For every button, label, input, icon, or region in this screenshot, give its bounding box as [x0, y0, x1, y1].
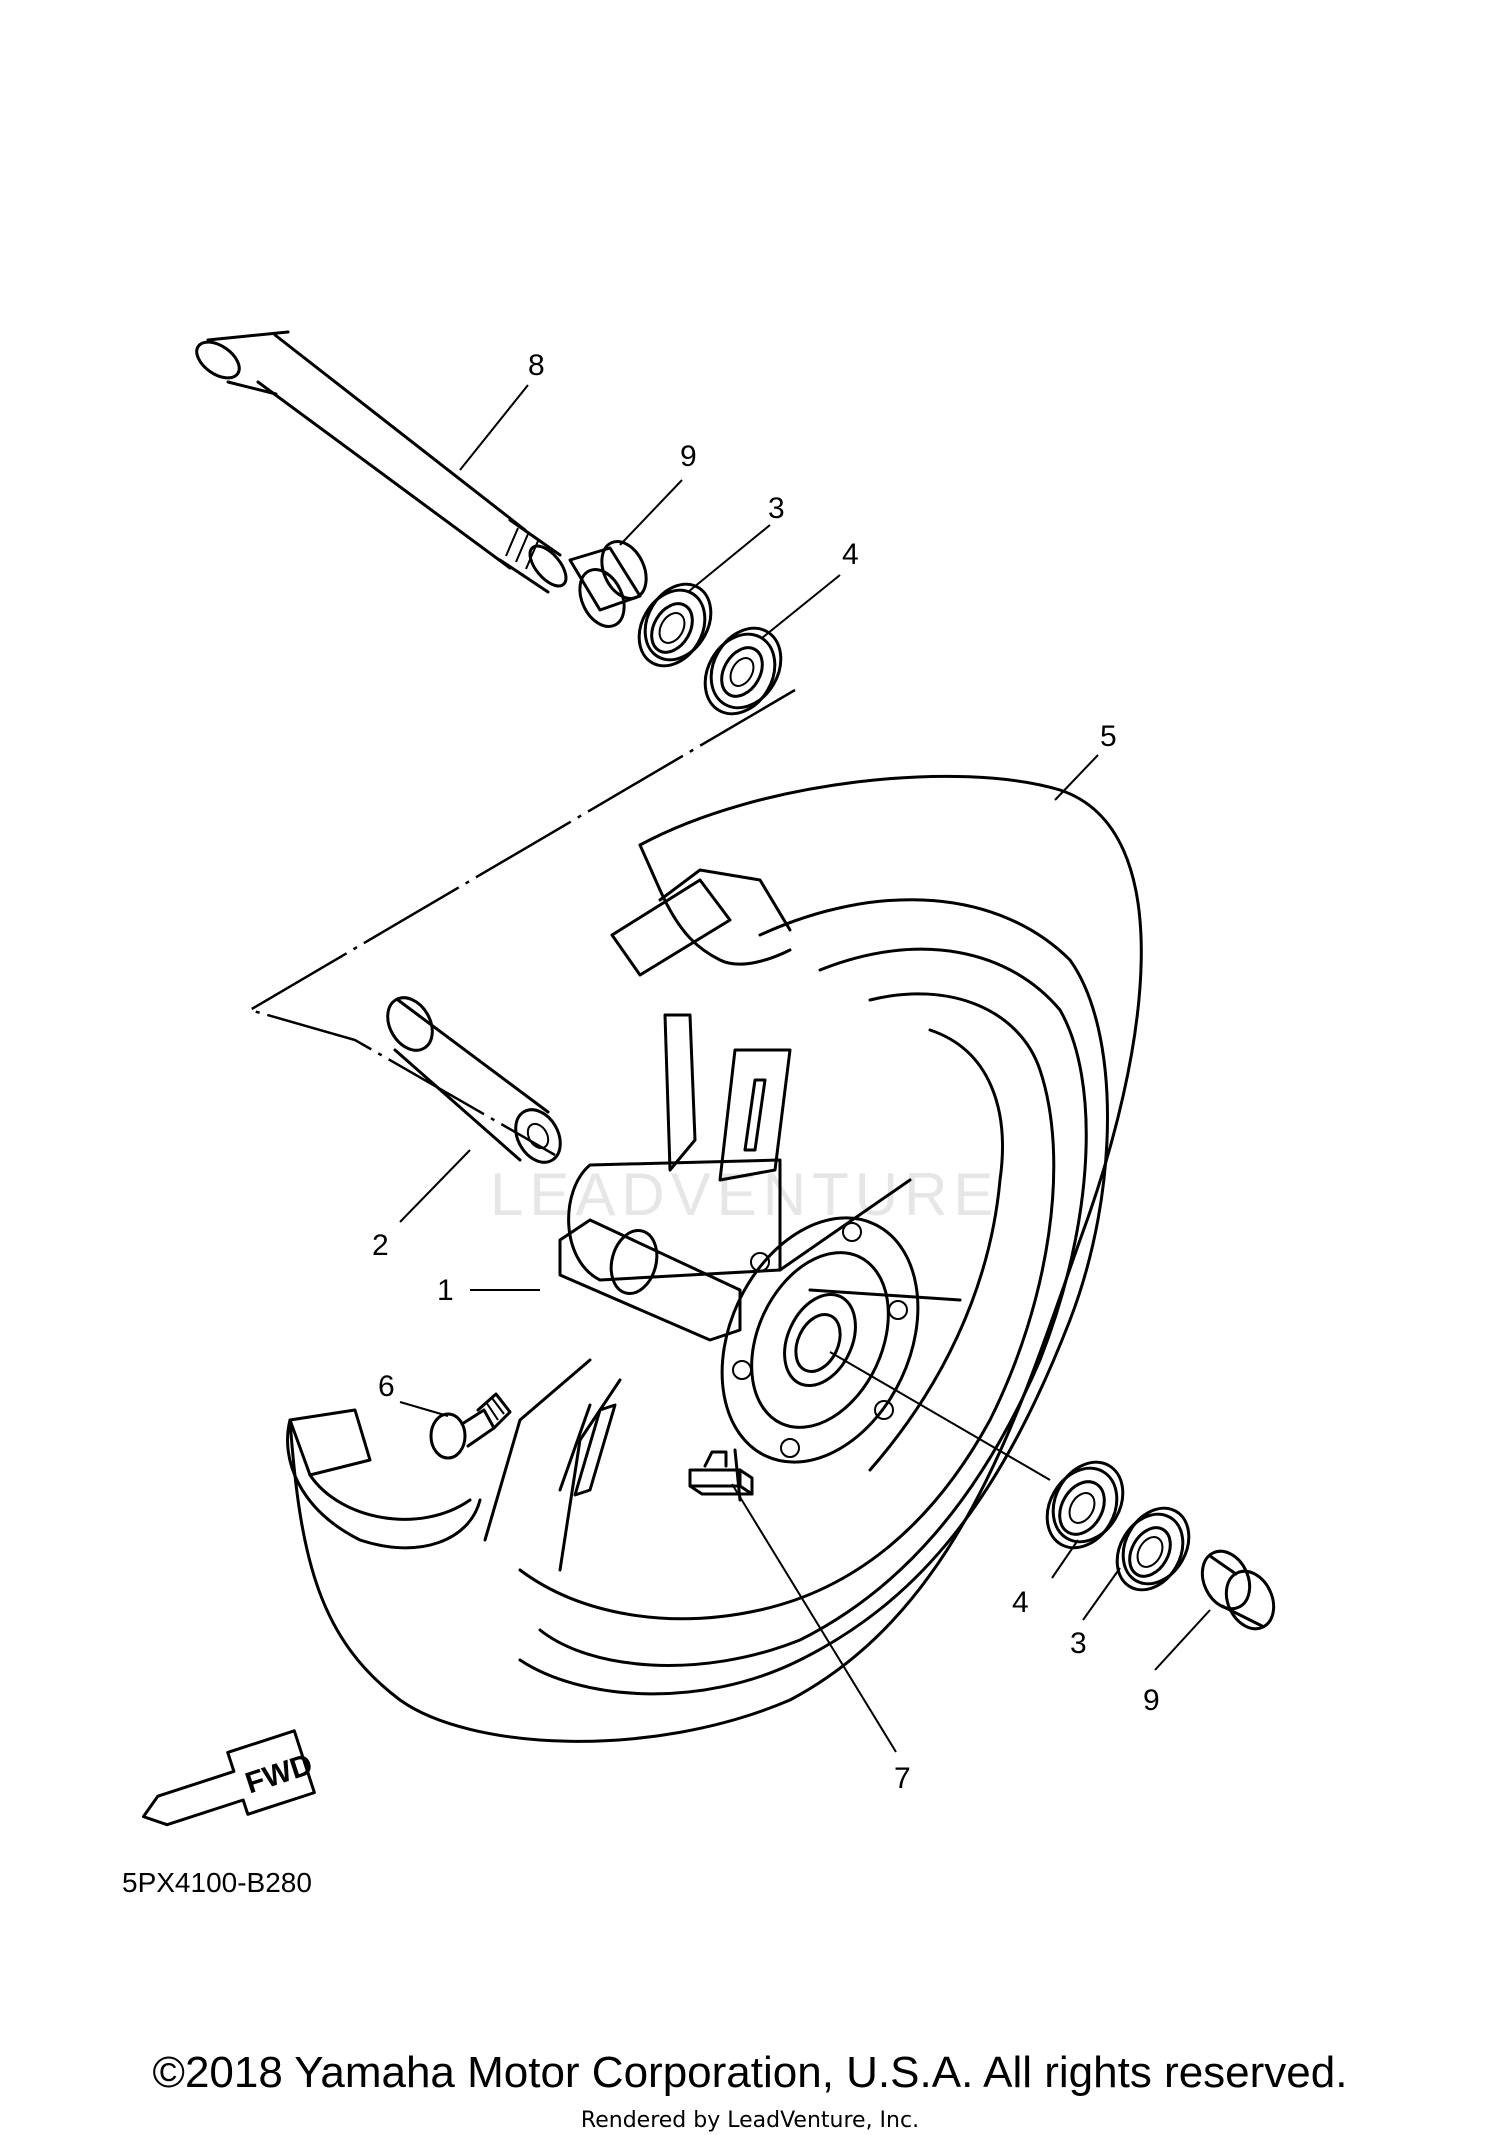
- part-9-collar-top[interactable]: [568, 534, 655, 633]
- leader-lines: [399, 384, 1211, 1753]
- copyright-text: ©2018 Yamaha Motor Corporation, U.S.A. A…: [152, 2048, 1348, 2097]
- part-9-collar-bottom[interactable]: [1193, 1544, 1282, 1637]
- callout-7: 7: [894, 1762, 911, 1795]
- part-3-bearing-top[interactable]: [626, 572, 724, 677]
- callout-9-top: 9: [680, 440, 697, 473]
- callout-labels: 1 2 3 3 4 4 5 6 7 8 9 9: [372, 349, 1160, 1795]
- callout-9-bottom: 9: [1143, 1684, 1160, 1717]
- callout-6: 6: [378, 1370, 395, 1403]
- callout-3-bottom: 3: [1070, 1627, 1087, 1660]
- fwd-label: FWD: [242, 1748, 317, 1800]
- fwd-arrow-icon: FWD: [141, 1729, 317, 1827]
- part-7-balance-weight[interactable]: [688, 1450, 754, 1496]
- callout-1: 1: [437, 1274, 454, 1307]
- rendered-by-text: Rendered by LeadVenture, Inc.: [580, 2108, 920, 2133]
- callout-3-top: 3: [768, 492, 785, 525]
- callout-8: 8: [528, 349, 545, 382]
- watermark-text: LEADVENTURE: [490, 1161, 999, 1228]
- part-4-bearing-top[interactable]: [691, 616, 794, 727]
- callout-4-bottom: 4: [1012, 1586, 1029, 1619]
- part-3-bearing-bottom[interactable]: [1104, 1496, 1202, 1601]
- callout-4-top: 4: [842, 538, 859, 571]
- callout-2: 2: [372, 1229, 389, 1262]
- assembly-line: [246, 688, 796, 1157]
- part-2-spacer[interactable]: [379, 990, 570, 1170]
- part-5-tire[interactable]: [286, 774, 1143, 1743]
- part-4-bearing-bottom[interactable]: [1033, 1450, 1136, 1561]
- part-8-axle[interactable]: [190, 330, 572, 594]
- callout-5: 5: [1100, 720, 1117, 753]
- diagram-code: 5PX4100-B280: [122, 1867, 312, 1898]
- part-1-cast-wheel[interactable]: [483, 1013, 962, 1572]
- part-6-valve[interactable]: [429, 1392, 512, 1460]
